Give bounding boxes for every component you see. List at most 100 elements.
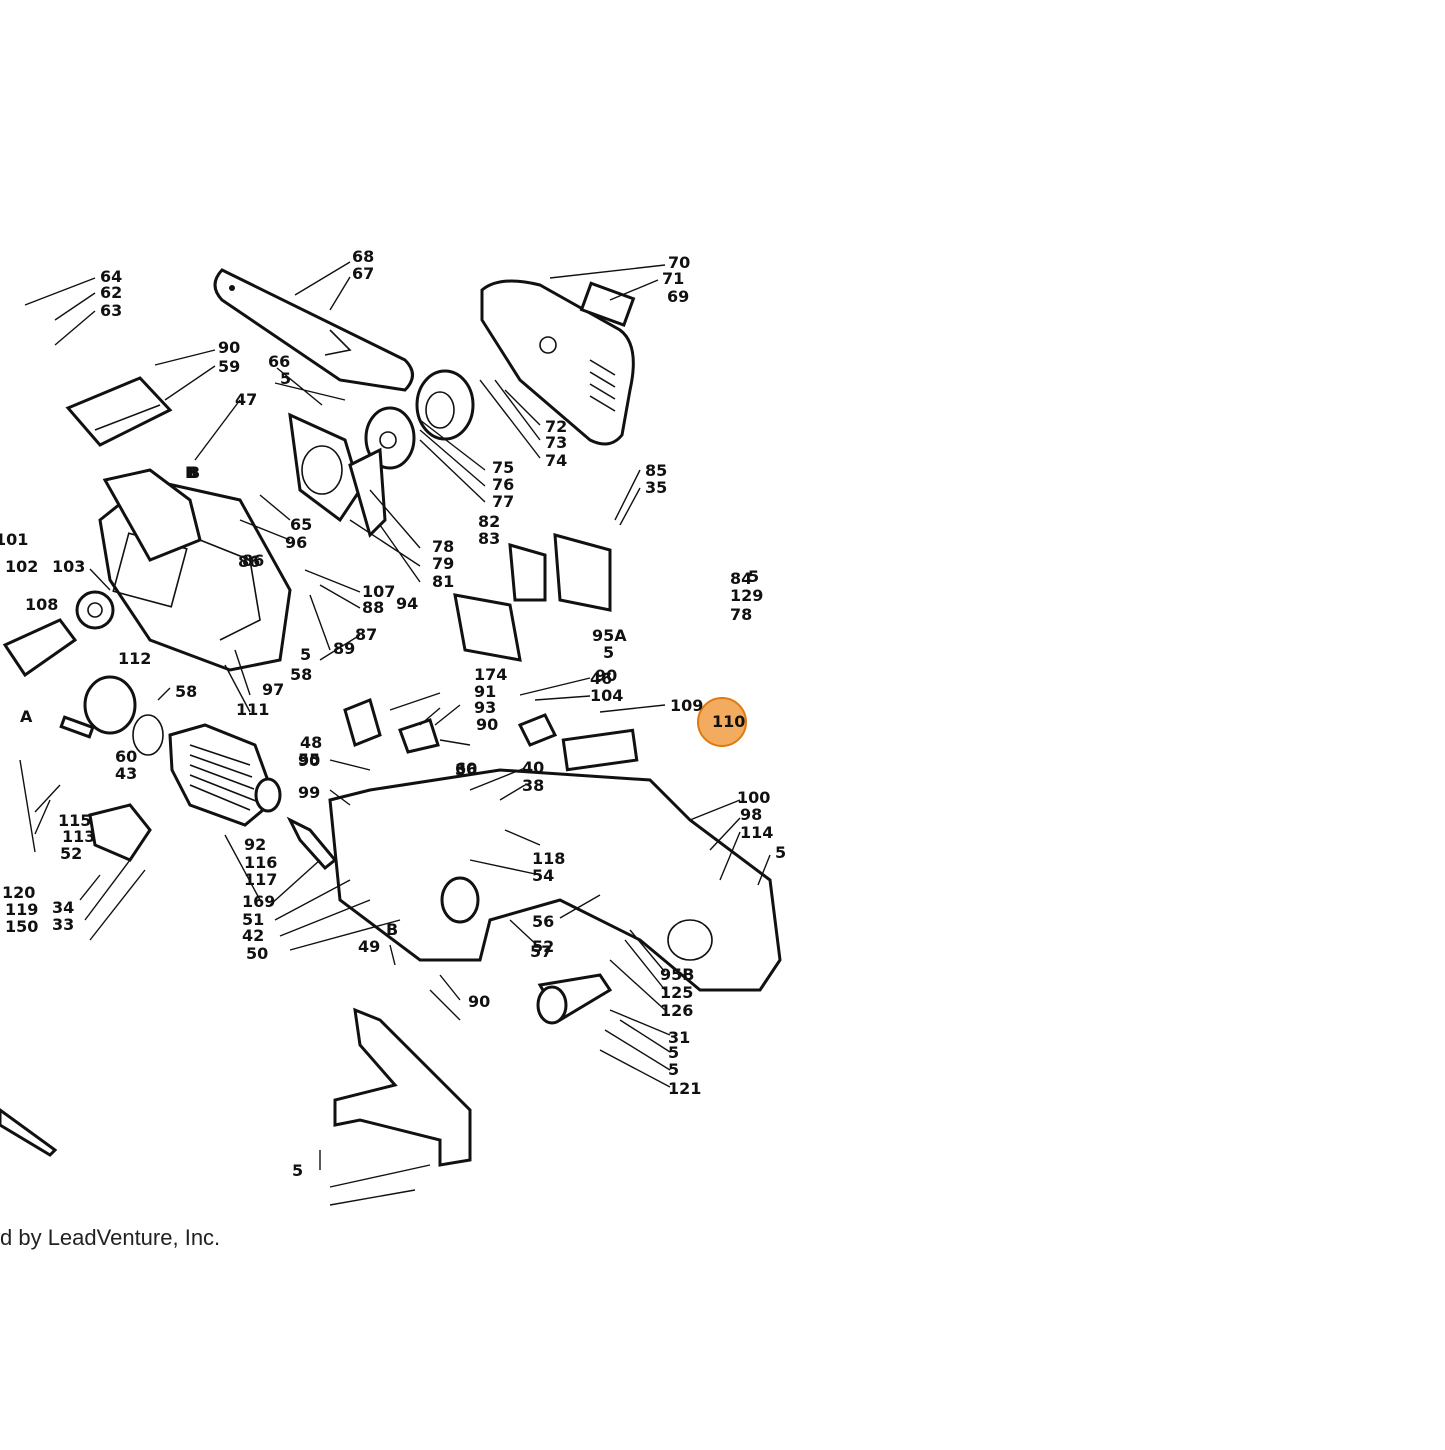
callout-67[interactable]: 67 bbox=[352, 264, 374, 283]
callout-121[interactable]: 121 bbox=[668, 1079, 701, 1098]
callout-65[interactable]: 65 bbox=[290, 515, 312, 534]
callout-59[interactable]: 59 bbox=[218, 357, 240, 376]
callout-a[interactable]: A bbox=[20, 707, 33, 726]
callout-5-repeat[interactable]: 5 bbox=[292, 1161, 303, 1180]
callout-75[interactable]: 75 bbox=[492, 458, 514, 477]
callout-90-repeat[interactable]: 90 bbox=[468, 992, 490, 1011]
callout-82[interactable]: 82 bbox=[478, 512, 500, 531]
callout-5-repeat[interactable]: 5 bbox=[748, 567, 759, 586]
callout-31[interactable]: 31 bbox=[668, 1028, 690, 1047]
callout-86-repeat[interactable]: 86 bbox=[242, 551, 264, 570]
callout-71[interactable]: 71 bbox=[662, 269, 684, 288]
callout-57[interactable]: 57 bbox=[530, 942, 552, 961]
callout-36[interactable]: 36 bbox=[455, 760, 477, 779]
callout-58[interactable]: 58 bbox=[175, 682, 197, 701]
callout-5-repeat[interactable]: 5 bbox=[603, 643, 614, 662]
callout-68[interactable]: 68 bbox=[352, 247, 374, 266]
callout-90[interactable]: 90 bbox=[218, 338, 240, 357]
callout-117[interactable]: 117 bbox=[244, 870, 277, 889]
callout-b-repeat[interactable]: B bbox=[188, 463, 200, 482]
callout-40[interactable]: 40 bbox=[522, 758, 544, 777]
callout-94[interactable]: 94 bbox=[396, 594, 418, 613]
callout-84[interactable]: 84 bbox=[730, 569, 752, 588]
callout-54[interactable]: 54 bbox=[532, 866, 554, 885]
callout-89[interactable]: 89 bbox=[333, 639, 355, 658]
callout-33[interactable]: 33 bbox=[52, 915, 74, 934]
callout-97[interactable]: 97 bbox=[262, 680, 284, 699]
callout-38[interactable]: 38 bbox=[522, 776, 544, 795]
callout-60[interactable]: 60 bbox=[115, 747, 137, 766]
callout-34[interactable]: 34 bbox=[52, 898, 74, 917]
callout-70[interactable]: 70 bbox=[668, 253, 690, 272]
callout-51[interactable]: 51 bbox=[242, 910, 264, 929]
callout-90-repeat[interactable]: 90 bbox=[595, 666, 617, 685]
callout-83[interactable]: 83 bbox=[478, 529, 500, 548]
callout-52[interactable]: 52 bbox=[60, 844, 82, 863]
callout-116[interactable]: 116 bbox=[244, 853, 277, 872]
callout-78[interactable]: 78 bbox=[730, 605, 752, 624]
callout-100[interactable]: 100 bbox=[737, 788, 770, 807]
callout-b-repeat[interactable]: B bbox=[386, 920, 398, 939]
callout-108[interactable]: 108 bbox=[25, 595, 58, 614]
callout-50[interactable]: 50 bbox=[246, 944, 268, 963]
callout-96[interactable]: 96 bbox=[285, 533, 307, 552]
callout-113[interactable]: 113 bbox=[62, 827, 95, 846]
callout-42[interactable]: 42 bbox=[242, 926, 264, 945]
callout-118[interactable]: 118 bbox=[532, 849, 565, 868]
callout-56[interactable]: 56 bbox=[532, 912, 554, 931]
callout-126[interactable]: 126 bbox=[660, 1001, 693, 1020]
callout-5-repeat[interactable]: 5 bbox=[775, 843, 786, 862]
callout-99[interactable]: 99 bbox=[298, 783, 320, 802]
callout-69[interactable]: 69 bbox=[667, 287, 689, 306]
callout-79[interactable]: 79 bbox=[432, 554, 454, 573]
callout-47[interactable]: 47 bbox=[235, 390, 257, 409]
callout-76[interactable]: 76 bbox=[492, 475, 514, 494]
callout-81[interactable]: 81 bbox=[432, 572, 454, 591]
callout-63[interactable]: 63 bbox=[100, 301, 122, 320]
callout-43[interactable]: 43 bbox=[115, 764, 137, 783]
callout-48[interactable]: 48 bbox=[300, 733, 322, 752]
callout-60-repeat[interactable]: 60 bbox=[455, 759, 477, 778]
callout-112[interactable]: 112 bbox=[118, 649, 151, 668]
callout-125[interactable]: 125 bbox=[660, 983, 693, 1002]
callout-74[interactable]: 74 bbox=[545, 451, 567, 470]
callout-5-repeat[interactable]: 5 bbox=[668, 1043, 679, 1062]
callout-5[interactable]: 5 bbox=[280, 369, 291, 388]
callout-120[interactable]: 120 bbox=[2, 883, 35, 902]
callout-87[interactable]: 87 bbox=[355, 625, 377, 644]
callout-62[interactable]: 62 bbox=[100, 283, 122, 302]
callout-86[interactable]: 86 bbox=[238, 552, 260, 571]
callout-107[interactable]: 107 bbox=[362, 582, 395, 601]
callout-111[interactable]: 111 bbox=[236, 700, 269, 719]
callout-46[interactable]: 46 bbox=[590, 669, 612, 688]
callout-73[interactable]: 73 bbox=[545, 433, 567, 452]
callout-119[interactable]: 119 bbox=[5, 900, 38, 919]
callout-58-repeat[interactable]: 58 bbox=[290, 665, 312, 684]
callout-49[interactable]: 49 bbox=[358, 937, 380, 956]
callout-5-repeat[interactable]: 5 bbox=[300, 645, 311, 664]
callout-103[interactable]: 103 bbox=[52, 557, 85, 576]
callout-66[interactable]: 66 bbox=[268, 352, 290, 371]
callout-102[interactable]: 102 bbox=[5, 557, 38, 576]
callout-95b[interactable]: 95B bbox=[660, 965, 694, 984]
callout-90-repeat[interactable]: 90 bbox=[298, 751, 320, 770]
callout-101[interactable]: 101 bbox=[0, 530, 28, 549]
callout-52-repeat[interactable]: 52 bbox=[532, 937, 554, 956]
callout-5-repeat[interactable]: 5 bbox=[668, 1060, 679, 1079]
callout-115[interactable]: 115 bbox=[58, 811, 91, 830]
callout-b[interactable]: B bbox=[185, 463, 197, 482]
callout-72[interactable]: 72 bbox=[545, 417, 567, 436]
callout-129[interactable]: 129 bbox=[730, 586, 763, 605]
callout-109[interactable]: 109 bbox=[670, 696, 703, 715]
callout-114[interactable]: 114 bbox=[740, 823, 773, 842]
callout-64[interactable]: 64 bbox=[100, 267, 122, 286]
callout-35[interactable]: 35 bbox=[645, 478, 667, 497]
callout-92[interactable]: 92 bbox=[244, 835, 266, 854]
callout-169[interactable]: 169 bbox=[242, 892, 275, 911]
callout-85[interactable]: 85 bbox=[645, 461, 667, 480]
callout-150[interactable]: 150 bbox=[5, 917, 38, 936]
callout-110[interactable]: 110 bbox=[712, 712, 745, 731]
callout-77[interactable]: 77 bbox=[492, 492, 514, 511]
callout-95a[interactable]: 95A bbox=[592, 626, 627, 645]
callout-88[interactable]: 88 bbox=[362, 598, 384, 617]
